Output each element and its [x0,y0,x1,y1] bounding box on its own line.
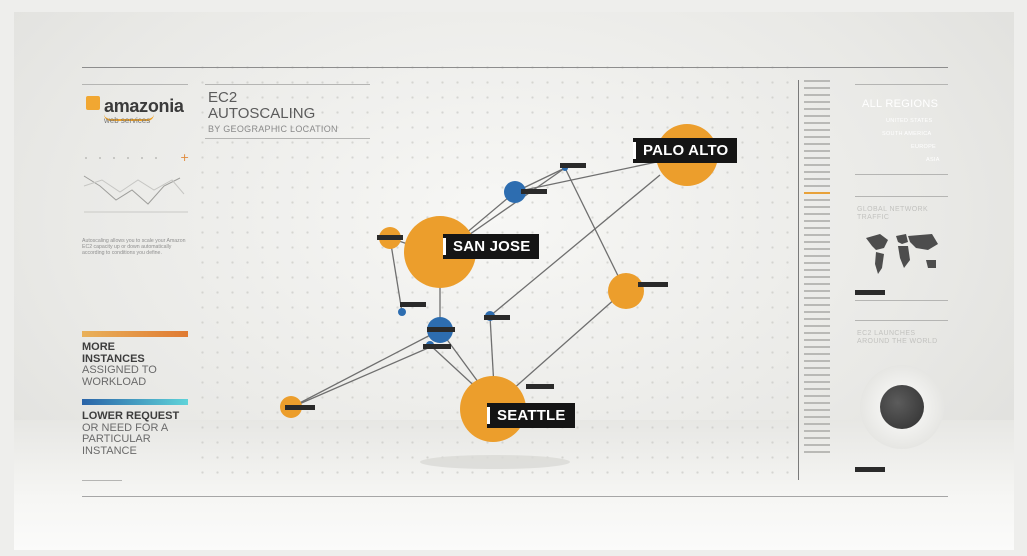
node-tag [638,282,668,287]
legend-lower-line2: OR NEED FOR A [82,421,169,434]
globe-caption-chip [855,467,885,472]
more-instances-bar [82,331,188,337]
region-asia[interactable]: ASIA [926,157,940,163]
lower-request-legend: LOWER REQUEST OR NEED FOR A PARTICULAR I… [82,410,180,457]
legend-lower-line1: LOWER REQUEST [82,410,180,422]
node-label-seattle[interactable]: SEATTLE [487,403,575,428]
regions-top-rule [855,84,948,85]
legend-more-line3: ASSIGNED TO [82,364,157,376]
node-tag [560,163,586,168]
legend-lower-line3: PARTICULAR [82,433,151,445]
page-subtitle: BY GEOGRAPHIC LOCATION [208,124,338,134]
node-tag [400,302,426,307]
node-tag [285,405,315,410]
region-united-states[interactable]: UNITED STATES [886,118,933,124]
top-frame-line [82,67,948,68]
traffic-top-rule [855,196,948,197]
left-description: Autoscaling allows you to scale your Ama… [82,238,186,257]
lower-request-bar [82,399,188,405]
node-label-san-jose[interactable]: SAN JOSE [443,234,540,259]
left-divider-2 [82,480,122,481]
traffic-label: GLOBAL NETWORK TRAFFIC [857,206,929,221]
title-line-2: AUTOSCALING [208,105,316,122]
title-line-1: EC2 [208,89,238,106]
brand-logo: amazonia web services [82,92,192,132]
map-caption-chip [855,290,885,295]
right-vertical-rule [798,80,799,480]
svg-text:+: + [180,151,189,164]
more-instances-legend: MORE INSTANCES ASSIGNED TO WORKLOAD [82,341,157,388]
logo-smile-icon [104,114,154,121]
legend-lower-line4: INSTANCE [82,444,137,457]
globe-icon [880,385,924,429]
logo-cube-icon [86,96,100,110]
node-tag [484,315,510,320]
node-tag [377,235,403,240]
page-title: EC2 AUTOSCALING [208,90,315,122]
left-divider-1 [82,84,188,85]
right-index-column [804,80,830,458]
regions-bottom-rule [855,174,948,175]
legend-more-line1: MORE [82,341,115,353]
node-tag [526,384,554,389]
node-tag [423,344,451,349]
legend-more-line2: INSTANCES [82,352,145,365]
launches-label: EC2 LAUNCHES AROUND THE WORLD [857,330,938,345]
region-europe[interactable]: EUROPE [911,144,937,150]
left-sparkline: + [83,151,189,213]
node-tag [427,327,455,332]
legend-more-line4: WORKLOAD [82,375,147,388]
brand-sub: web services [104,116,151,125]
launches-top-rule [855,320,948,321]
region-south-america[interactable]: SOUTH AMERICA [882,131,932,137]
brand-name: amazonia [104,96,184,116]
map-rule [855,300,948,301]
regions-heading[interactable]: ALL REGIONS [862,98,939,110]
title-divider [205,84,370,85]
title-underline [205,138,370,139]
bottom-frame-line [82,496,948,497]
world-map-icon [866,234,938,274]
node-tag [521,189,547,194]
node-label-palo-alto[interactable]: PALO ALTO [633,138,738,163]
